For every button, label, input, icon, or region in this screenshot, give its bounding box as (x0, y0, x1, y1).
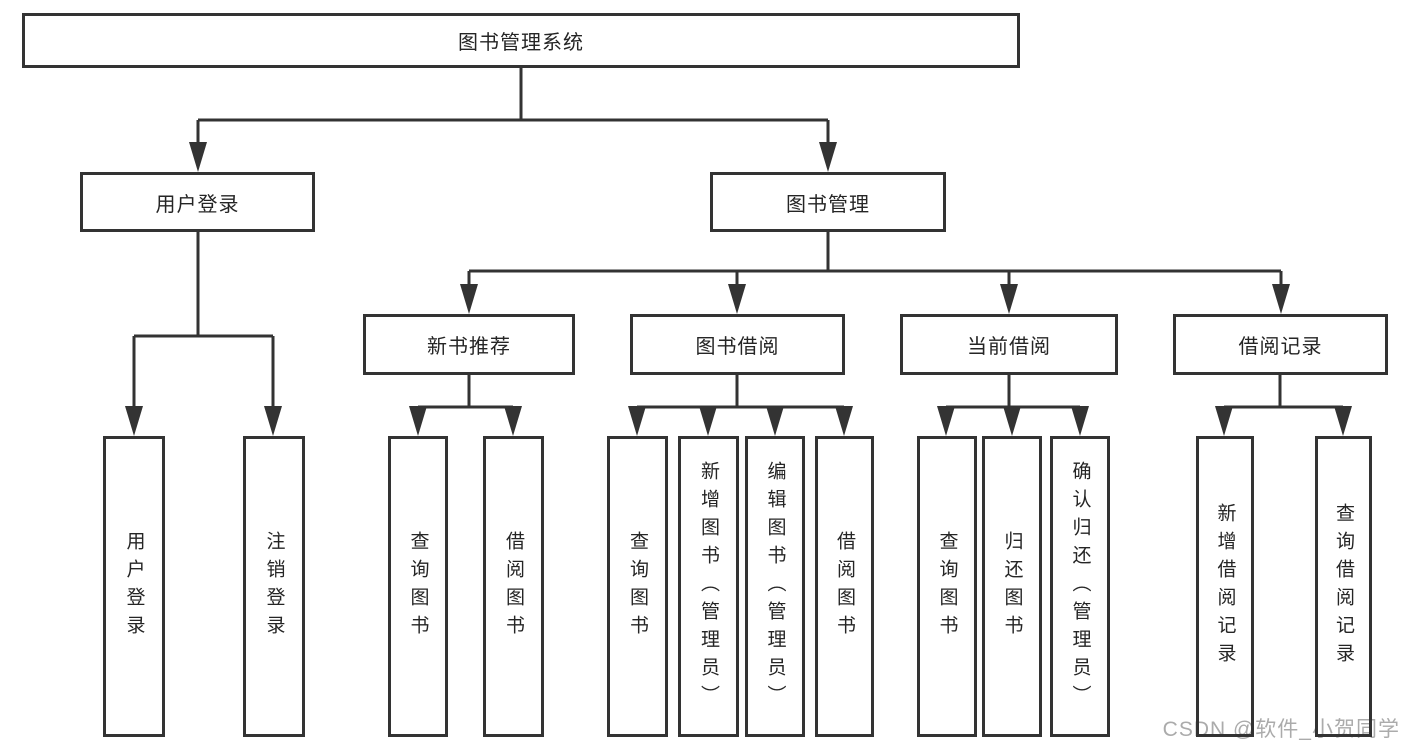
leaf-query-books-2: 查询图书 (607, 436, 668, 737)
leaf-borrow-books-2: 借阅图书 (815, 436, 874, 737)
node-borrowing-records-label: 借阅记录 (1238, 336, 1323, 358)
leaf-user-login: 用户登录 (103, 436, 165, 737)
leaf-query-books-3: 查询图书 (917, 436, 977, 737)
leaf-return-books: 归还图书 (982, 436, 1042, 737)
node-book-management: 图书管理 (710, 172, 946, 232)
node-book-borrowing-label: 图书借阅 (695, 336, 780, 358)
node-current-borrowing-label: 当前借阅 (967, 336, 1051, 358)
leaf-query-books-2-label: 查询图书 (627, 530, 648, 643)
leaf-logout-label: 注销登录 (263, 530, 285, 643)
node-user-login-label: 用户登录 (155, 193, 240, 216)
leaf-add-books-admin: 新增图书（管理员） (678, 436, 739, 737)
leaf-add-borrow-record-label: 新增借阅记录 (1214, 502, 1236, 671)
leaf-confirm-return-admin: 确认归还（管理员） (1050, 436, 1110, 737)
leaf-confirm-return-admin-label: 确认归还（管理员） (1069, 460, 1091, 713)
node-book-borrowing: 图书借阅 (630, 314, 845, 375)
leaf-query-books-3-label: 查询图书 (936, 530, 958, 643)
leaf-add-borrow-record: 新增借阅记录 (1196, 436, 1254, 737)
node-root: 图书管理系统 (22, 13, 1020, 68)
node-book-management-label: 图书管理 (786, 193, 870, 216)
leaf-user-login-label: 用户登录 (123, 530, 145, 643)
node-new-book-recommend: 新书推荐 (363, 314, 575, 375)
leaf-borrow-books-2-label: 借阅图书 (834, 530, 855, 643)
leaf-borrow-books-1-label: 借阅图书 (503, 530, 524, 643)
leaf-query-borrow-record-label: 查询借阅记录 (1333, 502, 1354, 671)
node-new-book-recommend-label: 新书推荐 (427, 336, 511, 358)
leaf-query-books-1-label: 查询图书 (407, 530, 429, 643)
leaf-query-borrow-record: 查询借阅记录 (1315, 436, 1372, 737)
leaf-return-books-label: 归还图书 (1001, 530, 1023, 643)
node-root-label: 图书管理系统 (458, 32, 584, 54)
node-user-login: 用户登录 (80, 172, 315, 232)
node-borrowing-records: 借阅记录 (1173, 314, 1388, 375)
node-current-borrowing: 当前借阅 (900, 314, 1118, 375)
leaf-add-books-admin-label: 新增图书（管理员） (698, 460, 719, 713)
leaf-borrow-books-1: 借阅图书 (483, 436, 544, 737)
leaf-edit-books-admin: 编辑图书（管理员） (745, 436, 805, 737)
leaf-logout: 注销登录 (243, 436, 305, 737)
leaf-edit-books-admin-label: 编辑图书（管理员） (764, 460, 786, 713)
leaf-query-books-1: 查询图书 (388, 436, 448, 737)
